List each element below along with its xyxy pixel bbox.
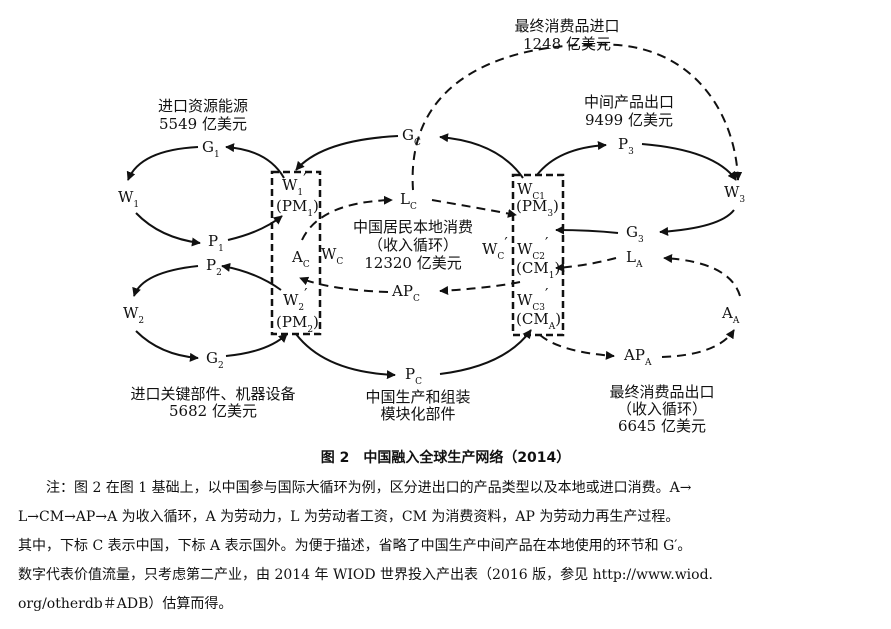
label-local-consumption: 中国居民本地消费 [353, 218, 473, 236]
label-china-production: 中国生产和组装 [365, 388, 470, 406]
label-china-production-sub: 模块化部件 [380, 405, 455, 423]
node-cm1: (CM1) [516, 259, 560, 281]
node-ac: AC [291, 248, 310, 270]
node-w1prime: W1′ [282, 170, 307, 198]
node-gc: GC [402, 126, 421, 148]
arrow-wc1-to-p3 [536, 141, 607, 176]
arrow-lc-to-wc1 [431, 199, 517, 218]
node-w2: W2 [123, 304, 144, 326]
arrow-wc3-to-apa [539, 334, 615, 360]
note-line: 其中，下标 C 表示中国，下标 A 表示国外。为便于描述，省略了中国生产中间产品… [18, 538, 692, 554]
node-g3: G3 [626, 223, 644, 245]
note-line: 数字代表价值流量，只考虑第二产业，由 2014 年 WIOD 世界投入产出表（2… [18, 567, 714, 583]
arrow-w1-to-p1 [135, 212, 201, 247]
label-intermediate-export-value: 9499 亿美元 [585, 111, 673, 129]
arrow-g2-to-w2prime [225, 333, 288, 357]
arrow-p2-to-w2 [132, 265, 199, 297]
arrow-w2prime-to-pc [295, 333, 396, 380]
node-aa: AA [721, 304, 740, 326]
node-w1: W1 [118, 188, 139, 210]
node-pm2: (PM2) [276, 313, 319, 335]
node-wc1: WC1 [517, 180, 545, 202]
node-p3: P3 [618, 135, 634, 157]
label-final-export-sub: （收入循环） [617, 400, 707, 418]
arrow-ac-to-lc [301, 195, 393, 241]
arrow-g1-to-w1 [126, 146, 199, 181]
node-g2: G2 [206, 349, 224, 371]
label-local-consumption-value: 12320 亿美元 [364, 254, 462, 272]
arrow-p1-to-w1prime [227, 215, 283, 241]
arrow-w1prime-to-g1 [225, 143, 285, 179]
node-pm1: (PM1) [276, 197, 319, 219]
figure-note: 注：图 2 在图 1 基础上，以中国参与国际大循环为例，区分进出口的产品类型以及… [18, 474, 876, 619]
node-p1: P1 [208, 232, 224, 254]
figure-caption: 图 2 中国融入全球生产网络（2014） [320, 450, 571, 466]
label-local-consumption-sub: （收入循环） [368, 236, 458, 254]
global-production-network-diagram: G1 W1 P1 P2 W2 G2 W1′ (PM1) AC WC W2′ (P… [118, 17, 745, 435]
label-intermediate-export: 中间产品出口 [584, 93, 674, 111]
node-cma: (CMA) [516, 310, 561, 332]
node-wc3: WC3′ [517, 285, 549, 313]
node-wcprime: WC′ [482, 234, 508, 262]
node-apa: APA [623, 346, 652, 368]
arrow-wc2-to-apc [439, 281, 521, 296]
arrow-aa-to-la [663, 254, 741, 297]
node-pm3: (PM3) [516, 197, 559, 219]
arrow-final-import [411, 43, 743, 191]
arrow-pc-to-wc3 [439, 329, 532, 375]
node-lc: LC [400, 190, 417, 212]
label-import-equipment-value: 5682 亿美元 [169, 402, 257, 420]
node-apc: APC [391, 282, 420, 304]
label-final-export-value: 6645 亿美元 [618, 417, 706, 435]
label-import-energy: 进口资源能源 [158, 97, 248, 115]
note-line: org/otherdb＃ADB）估算而得。 [18, 596, 233, 612]
arrow-apc-to-ac [299, 276, 389, 293]
arrow-gc-to-w1prime [295, 135, 399, 171]
node-la: LA [626, 248, 643, 270]
label-import-energy-value: 5549 亿美元 [159, 115, 247, 133]
node-wc: WC [321, 245, 343, 267]
note-line: 注：图 2 在图 1 基础上，以中国参与国际大循环为例，区分进出口的产品类型以及… [18, 480, 692, 496]
node-w2prime: W2′ [283, 285, 308, 313]
node-p2: P2 [206, 256, 222, 278]
arrow-g3-to-wc1 [555, 225, 619, 235]
arrow-w3-to-g3 [659, 209, 735, 236]
label-final-import-value: 1248 亿美元 [523, 35, 611, 53]
arrow-apa-to-aa [661, 329, 735, 358]
arrow-la-to-wc2 [555, 257, 617, 272]
arrow-w2prime-to-p2 [221, 262, 282, 291]
arrow-w2-to-g2 [135, 330, 199, 362]
label-import-equipment: 进口关键部件、机器设备 [130, 385, 295, 403]
label-final-export: 最终消费品出口 [609, 383, 714, 401]
label-final-import: 最终消费品进口 [514, 17, 619, 35]
note-line: L→CM→AP→A 为收入循环，A 为劳动力，L 为劳动者工资，CM 为消费资料… [18, 509, 680, 525]
node-pc: PC [405, 365, 422, 387]
node-w3: W3 [724, 183, 745, 205]
arrow-p3-to-w3 [641, 143, 737, 181]
node-g1: G1 [202, 138, 220, 160]
arrow-wc1-to-gc [439, 133, 524, 179]
node-wc2: WC2′ [517, 234, 549, 262]
